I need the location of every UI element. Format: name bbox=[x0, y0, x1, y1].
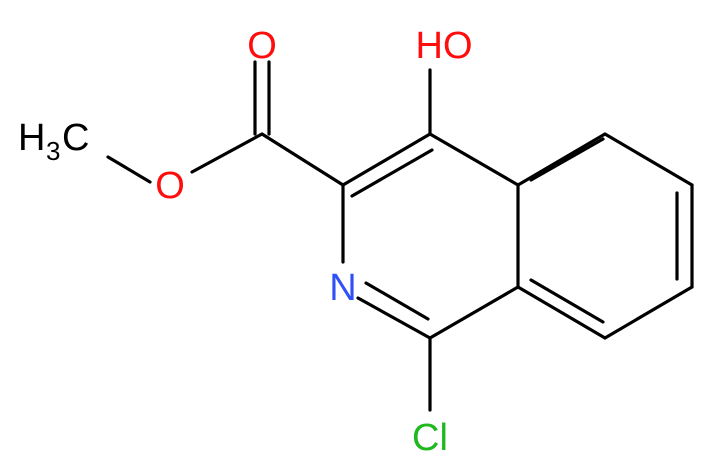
bond-methyl-ester-oxygen bbox=[106, 155, 152, 184]
bond-c8-c8a bbox=[516, 285, 607, 340]
bond-c5-c6 bbox=[603, 132, 694, 187]
atom-labels: O O HO N Cl H 3 C bbox=[18, 25, 473, 459]
bond-c4-c4a bbox=[428, 132, 520, 187]
methyl-subscript-label: 3 bbox=[46, 136, 60, 166]
bond-c3-c4 bbox=[341, 132, 432, 187]
bond-nitrogen-c1-inner bbox=[364, 281, 430, 321]
bonds bbox=[106, 60, 694, 412]
bond-c4a-c5 bbox=[516, 132, 607, 187]
bond-ester-oxygen-carbonyl bbox=[190, 132, 264, 174]
methyl-c-label: C bbox=[62, 117, 89, 159]
carbonyl-oxygen-label: O bbox=[247, 25, 277, 67]
bond-c4a-c5-inner bbox=[529, 137, 605, 182]
bond-c1-c8a bbox=[428, 285, 520, 340]
bond-c8-c8a-inner bbox=[529, 278, 605, 324]
hydroxyl-label: HO bbox=[416, 25, 473, 67]
nitrogen-label: N bbox=[329, 267, 356, 309]
bond-c3-c4-inner bbox=[350, 148, 434, 198]
bond-nitrogen-c1 bbox=[356, 296, 432, 340]
chlorine-label: Cl bbox=[412, 417, 448, 459]
ester-oxygen-label: O bbox=[155, 165, 185, 207]
bond-c7-c8 bbox=[603, 285, 694, 340]
bond-carbonyl-c3 bbox=[260, 132, 345, 187]
methyl-h-label: H bbox=[18, 117, 45, 159]
